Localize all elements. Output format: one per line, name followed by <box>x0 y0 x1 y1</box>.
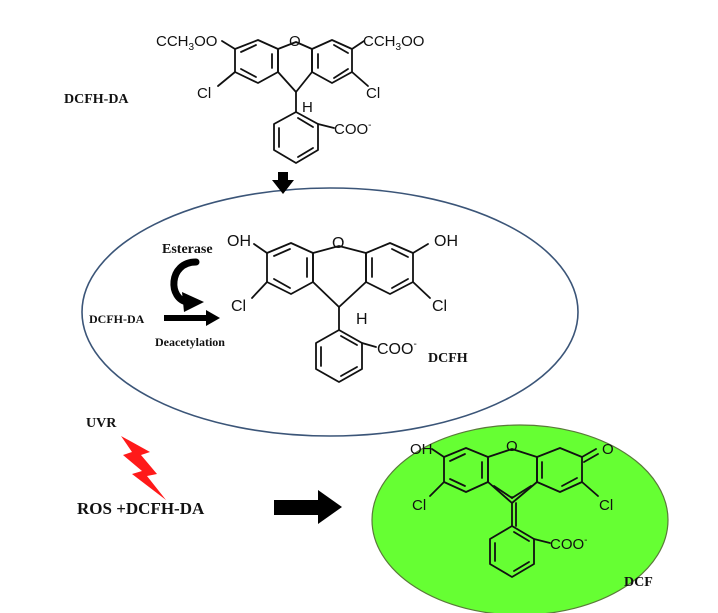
ros-arrow-icon <box>274 490 342 524</box>
ros-dcfh-da-label: ROS +DCFH-DA <box>77 499 205 518</box>
dcf-ellipse <box>371 424 669 613</box>
chlorine-left-label: Cl <box>197 85 211 102</box>
molecule-dcfh-da: CCH3OO CCH3OO O Cl Cl H COO- <box>156 33 424 164</box>
hydrogen-label: H <box>302 99 313 116</box>
chlorine-left-label: Cl <box>231 298 246 315</box>
chlorine-left-label: Cl <box>412 497 426 514</box>
cell-ellipse <box>81 187 579 437</box>
uvr-label: UVR <box>86 416 117 431</box>
chlorine-right-label: Cl <box>432 298 447 315</box>
lightning-bolt-icon <box>121 436 166 500</box>
dcfh-da-label: DCFH-DA <box>64 92 129 107</box>
hydroxyl-right-label: OH <box>434 233 458 250</box>
hydroxyl-left-label: OH <box>227 233 251 250</box>
dcfh-label: DCFH <box>428 351 468 366</box>
deacetylation-label: Deacetylation <box>155 335 225 349</box>
carbonyl-oxygen-label: O <box>602 441 614 458</box>
chlorine-right-label: Cl <box>366 85 380 102</box>
carboxylate-label: COO- <box>377 339 417 358</box>
carboxylate-label: COO- <box>334 120 372 138</box>
bridge-oxygen-label: O <box>506 438 518 455</box>
chlorine-right-label: Cl <box>599 497 613 514</box>
hydrogen-label: H <box>356 311 368 328</box>
dcfh-da-inline-label: DCFH-DA <box>89 312 145 326</box>
dcf-label: DCF <box>624 575 653 590</box>
bridge-oxygen-label: O <box>289 33 301 50</box>
down-arrow-icon <box>272 172 294 194</box>
deacetylation-arrow-icon <box>164 310 220 326</box>
bridge-oxygen-label: O <box>332 235 344 252</box>
esterase-label: Esterase <box>162 242 213 257</box>
acetyl-right-label: CCH3OO <box>363 33 424 53</box>
molecule-dcfh: OH OH O Cl Cl H COO- <box>227 233 458 383</box>
molecule-dcf: OH O O Cl Cl COO- <box>410 438 614 578</box>
carboxylate-label: COO- <box>550 535 588 553</box>
hydroxyl-label: OH <box>410 441 433 458</box>
esterase-curved-arrow-icon <box>170 258 204 312</box>
acetyl-left-label: CCH3OO <box>156 33 217 53</box>
